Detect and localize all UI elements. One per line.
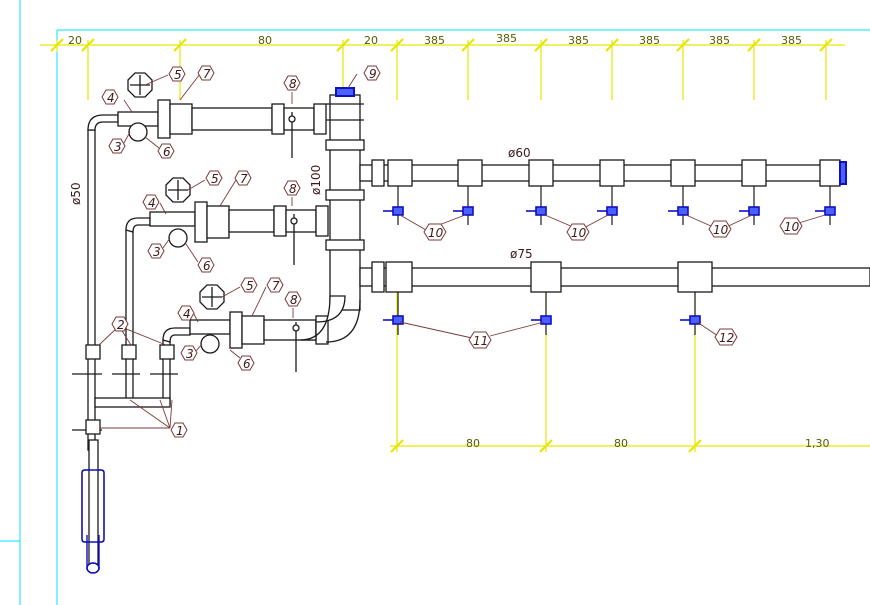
callout-4-top: 4	[107, 91, 115, 105]
header-cap	[335, 87, 355, 97]
valve-assembly-top	[117, 72, 327, 158]
callout-10-d: 10	[784, 220, 800, 234]
dim-label: 20	[68, 34, 82, 47]
top-dimension-chain	[40, 38, 845, 100]
callout-8-bottom: 8	[290, 293, 298, 307]
callout-4-bottom: 4	[183, 307, 191, 321]
callout-9: 9	[369, 67, 377, 81]
callout-1: 1	[176, 424, 184, 438]
callout-6-top: 6	[163, 145, 171, 159]
callout-10-a: 10	[428, 226, 444, 240]
callout-12: 12	[719, 331, 734, 345]
dim-label: 1,30	[805, 437, 830, 450]
dim-label: 80	[258, 34, 272, 47]
top-dimension-labels: 20 80 20 385 385 385 385 385 385	[68, 32, 802, 47]
valve-assembly-bottom	[189, 284, 329, 372]
upper-branch-end-cap	[839, 161, 847, 185]
lower-drop-valves	[397, 292, 696, 335]
callout-3-top: 3	[114, 140, 122, 154]
callout-5-top: 5	[174, 68, 182, 82]
callout-bubbles	[101, 65, 803, 438]
callout-8-middle: 8	[289, 182, 297, 196]
callout-2: 2	[117, 318, 125, 332]
bottom-dimension-chain	[390, 268, 870, 453]
lower-branch-size-label: ø75	[510, 247, 533, 261]
callout-5-middle: 5	[211, 172, 219, 186]
callout-5-bottom: 5	[246, 279, 254, 293]
dim-label: 80	[466, 437, 480, 450]
riser-size-label: ø50	[69, 182, 83, 205]
callout-3-bottom: 3	[186, 347, 194, 361]
dim-label: 385	[424, 34, 445, 47]
dim-label: 385	[781, 34, 802, 47]
callout-6-middle: 6	[203, 259, 211, 273]
dim-label: 385	[496, 32, 517, 45]
insulation-sleeve	[81, 469, 105, 574]
callout-6-bottom: 6	[243, 357, 251, 371]
dim-label: 20	[364, 34, 378, 47]
callout-numbers: 5 7 4 3 6 8 9 5 7 4 3 6 8 5 7 4 3 6 8 2 …	[107, 67, 800, 438]
secondary-risers	[94, 217, 191, 408]
dim-label: 385	[568, 34, 589, 47]
upper-drop-valves	[397, 186, 831, 225]
valve-assembly-middle	[149, 177, 329, 265]
callout-3-middle: 3	[153, 245, 161, 259]
header-pipe	[299, 94, 365, 343]
callout-7-top: 7	[203, 67, 211, 81]
callout-4-middle: 4	[148, 196, 156, 210]
callout-10-b: 10	[571, 226, 587, 240]
dim-label: 385	[709, 34, 730, 47]
upper-drop-valve-handles	[383, 206, 836, 216]
callout-10-c: 10	[713, 223, 729, 237]
upper-branch-size-label: ø60	[508, 146, 531, 160]
lower-drop-valve-handles	[383, 315, 701, 325]
callout-7-middle: 7	[240, 172, 248, 186]
dim-label: 80	[614, 437, 628, 450]
callout-11: 11	[473, 334, 488, 348]
upper-branch-pipe	[359, 159, 841, 187]
callout-8-top: 8	[289, 77, 297, 91]
dim-label: 385	[639, 34, 660, 47]
callout-7-bottom: 7	[272, 279, 280, 293]
lower-branch-pipe	[359, 261, 870, 293]
header-size-label: ø100	[309, 165, 323, 195]
